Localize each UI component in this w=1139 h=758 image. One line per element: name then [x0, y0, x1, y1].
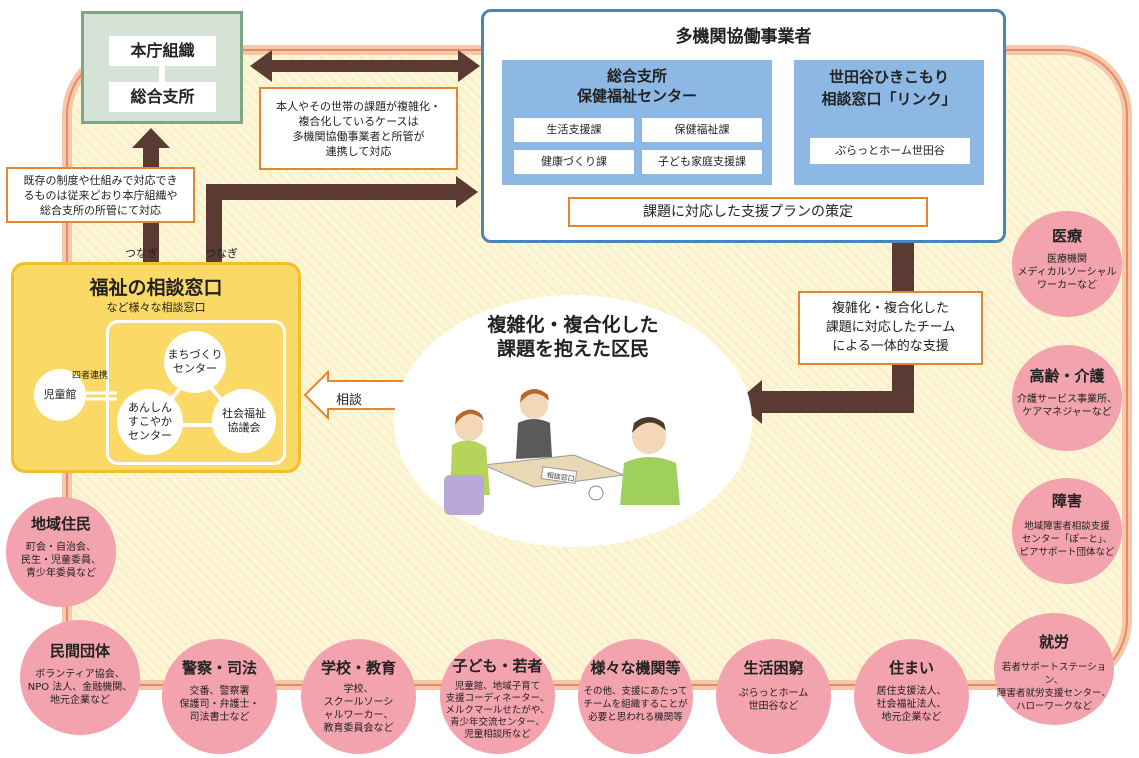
elderly-care-title: 高齢・介護	[1029, 367, 1105, 385]
poverty-circle: 生活困窮 ぷらっとホーム 世田谷など	[716, 639, 831, 754]
police-justice-desc: 交番、警察署 保護司・弁護士・ 司法書士など	[179, 686, 260, 723]
citizens-title: 複雑化・複合化した 課題を抱えた区民	[487, 314, 659, 360]
welfare-window-subtitle: など様々な相談窓口	[106, 301, 206, 314]
anshin-center-circle: あんしん すこやか センター	[117, 389, 183, 455]
hikikomori-window-box: 世田谷ひきこもり 相談窓口「リンク」 ぷらっとホーム世田谷	[794, 60, 984, 185]
connect-label: つなぎ	[205, 247, 238, 260]
dept-child-family: 子ども家庭支援課	[642, 150, 762, 174]
medical-circle: 医療 医療機関 メディカルソーシャル ワーカーなど	[1012, 211, 1122, 317]
medical-title: 医療	[1051, 227, 1082, 245]
poverty-desc: ぷらっとホーム 世田谷など	[738, 688, 809, 712]
existing-system-note: 既存の制度や仕組みで対応でき るものは従来どおり本庁組織や 総合支所の所管にて対…	[6, 167, 195, 223]
elderly-care-circle: 高齢・介護 介護サービス事業所、 ケアマネジャーなど	[1012, 345, 1122, 451]
elbow-arrow-to-takikan	[206, 184, 458, 262]
hikikomori-window-title: 世田谷ひきこもり 相談窓口「リンク」	[821, 68, 957, 108]
citizens-circle: 複雑化・複合化した 課題を抱えた区民 相談窓口	[394, 295, 752, 547]
health-welfare-center-title: 総合支所 保健福祉センター	[576, 67, 697, 105]
employment-title: 就労	[1038, 633, 1069, 651]
support-plan-box: 課題に対応した支援プランの策定	[568, 197, 928, 227]
hikikomori-window-sub: ぷらっとホーム世田谷	[810, 138, 970, 164]
employment-circle: 就労 若者サポートステーション、 障害者就労支援センター、 ハローワークなど	[994, 613, 1114, 725]
multi-agency-box: 多機関協働事業者 総合支所 保健福祉センター 生活支援課 保健福祉課 健康づくり…	[481, 9, 1006, 243]
double-arrow	[250, 50, 480, 82]
multi-agency-title: 多機関協働事業者	[675, 27, 812, 47]
employment-desc: 若者サポートステーション、 障害者就労支援センター、 ハローワークなど	[997, 662, 1111, 712]
police-justice-circle: 警察・司法 交番、警察署 保護司・弁護士・ 司法書士など	[162, 639, 277, 754]
private-org-desc: ボランティア協会、 NPO 法人、金融機関、 地元企業など	[27, 669, 133, 706]
private-org-circle: 民間団体 ボランティア協会、 NPO 法人、金融機関、 地元企業など	[20, 620, 140, 735]
social-welfare-council-circle: 社会福祉 協議会	[212, 389, 276, 453]
children-youth-desc: 児童館、地域子育て 支援コーディネーター、 メルクマールせたがや、 青少年交流セ…	[445, 681, 550, 740]
police-justice-title: 警察・司法	[181, 659, 257, 677]
health-welfare-center-box: 総合支所 保健福祉センター 生活支援課 保健福祉課 健康づくり課 子ども家庭支援…	[502, 60, 772, 185]
consultation-illustration: 相談窓口	[444, 389, 680, 515]
four-party-label: 四者連携	[72, 371, 109, 381]
poverty-title: 生活困窮	[743, 659, 804, 677]
disability-circle: 障害 地域障害者相談支援 センター「ぽーと」、 ピアサポート団体など	[1012, 478, 1122, 584]
elderly-care-desc: 介護サービス事業所、 ケアマネジャーなど	[1017, 394, 1117, 418]
school-education-title: 学校・教育	[320, 659, 396, 677]
childrens-hall-circle: 児童館	[34, 369, 86, 421]
school-education-circle: 学校・教育 学校、 スクールソーシ ャルワーカー、 教育委員会など	[301, 639, 416, 754]
various-agencies-circle: 様々な機関等 その他、支援にあたって チームを組織することが 必要と思われる機関…	[578, 639, 693, 754]
housing-desc: 居住支援法人、 社会福祉法人、 地元企業など	[876, 686, 947, 723]
consult-label: 相談	[336, 393, 363, 408]
residents-title: 地域住民	[30, 515, 91, 533]
dept-health-welfare: 保健福祉課	[642, 118, 762, 142]
connect-label: つなぎ	[125, 247, 158, 260]
school-education-desc: 学校、 スクールソーシ ャルワーカー、 教育委員会など	[323, 684, 394, 734]
various-agencies-title: 様々な機関等	[590, 659, 681, 677]
housing-title: 住まい	[888, 659, 934, 677]
welfare-window-title: 福祉の相談窓口	[89, 277, 223, 299]
medical-desc: 医療機関 メディカルソーシャル ワーカーなど	[1017, 254, 1117, 291]
residents-circle: 地域住民 町会・自治会、 民生・児童委員、 青少年委員など	[6, 497, 116, 607]
dept-living-support: 生活支援課	[514, 118, 634, 142]
disability-title: 障害	[1051, 492, 1082, 510]
machizukuri-center-circle: まちづくり センター	[164, 331, 226, 393]
private-org-title: 民間団体	[49, 642, 110, 660]
desk-sign: 相談窓口	[546, 470, 575, 483]
head-office-connector	[159, 66, 165, 82]
dept-health-promotion: 健康づくり課	[514, 150, 634, 174]
residents-desc: 町会・自治会、 民生・児童委員、 青少年委員など	[21, 542, 101, 579]
children-youth-circle: 子ども・若者 児童館、地域子育て 支援コーディネーター、 メルクマールせたがや、…	[440, 639, 555, 754]
branch-office-label: 総合支所	[109, 82, 216, 112]
head-office-label: 本庁組織	[109, 36, 216, 66]
disability-desc: 地域障害者相談支援 センター「ぽーと」、 ピアサポート団体など	[1019, 521, 1115, 558]
complex-case-note: 本人やその世帯の課題が複雑化・ 複合化しているケースは 多機関協働事業者と所管が…	[259, 87, 458, 170]
welfare-window-box: 福祉の相談窓口 など様々な相談窓口 まちづくり センター あんしん すこやか セ…	[11, 262, 301, 473]
children-youth-title: 子ども・若者	[452, 657, 543, 675]
head-office-box: 本庁組織 総合支所	[81, 11, 243, 124]
team-support-note: 複雑化・複合化した 課題に対応したチーム による一体的な支援	[798, 291, 983, 365]
housing-circle: 住まい 居住支援法人、 社会福祉法人、 地元企業など	[854, 639, 969, 754]
various-agencies-desc: その他、支援にあたって チームを組織することが 必要と思われる機関等	[583, 686, 688, 723]
